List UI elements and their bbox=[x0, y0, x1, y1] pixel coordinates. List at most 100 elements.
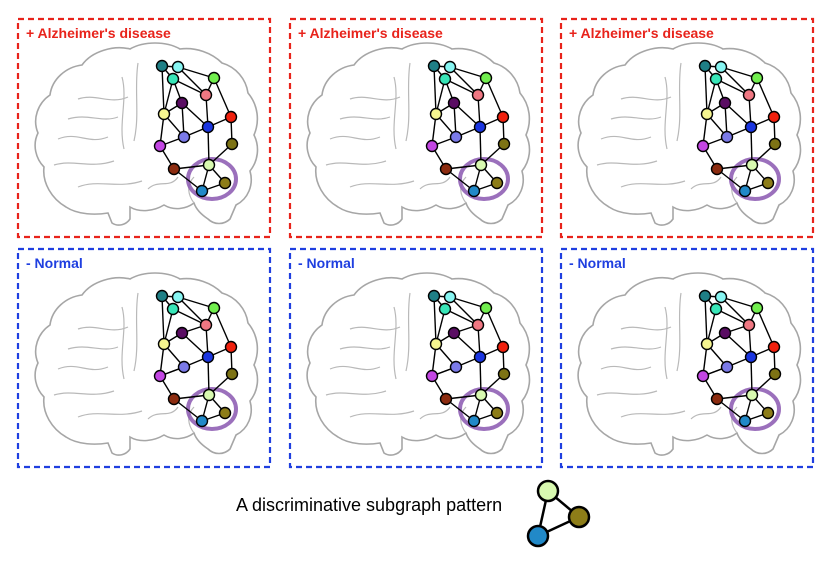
edge-25 bbox=[720, 296, 758, 309]
brain-fold-7 bbox=[349, 180, 415, 188]
node-10 bbox=[177, 130, 191, 144]
node-13 bbox=[710, 392, 724, 406]
node-15 bbox=[195, 184, 209, 198]
edge-19 bbox=[750, 126, 753, 166]
brain-fold-6 bbox=[664, 306, 668, 380]
node-3 bbox=[207, 71, 221, 85]
pattern-subgraph bbox=[526, 479, 591, 548]
node-6 bbox=[718, 96, 732, 110]
brain-fold-8 bbox=[690, 406, 722, 420]
edge-26 bbox=[161, 65, 165, 115]
node-8 bbox=[473, 120, 487, 134]
edge-19 bbox=[479, 126, 482, 166]
node-8 bbox=[473, 350, 487, 364]
edge-6 bbox=[756, 307, 775, 348]
brain-fold-9 bbox=[731, 176, 738, 204]
highlight-circle bbox=[729, 387, 781, 431]
panel-label: - Normal bbox=[26, 255, 83, 271]
node-8 bbox=[744, 120, 758, 134]
node-10 bbox=[449, 360, 463, 374]
panel-label: + Alzheimer's disease bbox=[569, 25, 714, 41]
node-14 bbox=[474, 158, 488, 172]
brain-fold-8 bbox=[419, 406, 451, 420]
node-12 bbox=[225, 367, 239, 381]
node-7 bbox=[429, 107, 443, 121]
node-12 bbox=[768, 367, 782, 381]
edge-6 bbox=[213, 77, 232, 118]
brain-fold-6 bbox=[121, 306, 125, 380]
node-9 bbox=[224, 340, 238, 354]
brain-outline bbox=[577, 272, 802, 456]
brain-fold-2 bbox=[325, 160, 387, 166]
node-6 bbox=[175, 326, 189, 340]
node-3 bbox=[750, 71, 764, 85]
edge-26 bbox=[704, 295, 708, 345]
brain-fold-3 bbox=[620, 96, 672, 101]
node-3 bbox=[479, 301, 493, 315]
edge-6 bbox=[756, 77, 775, 118]
node-7 bbox=[157, 107, 171, 121]
brain-fold-8 bbox=[147, 176, 179, 190]
panel-border bbox=[559, 247, 815, 469]
node-7 bbox=[700, 337, 714, 351]
discriminative-pattern-legend: A discriminative subgraph pattern bbox=[236, 479, 591, 548]
brain-fold-6 bbox=[664, 76, 668, 150]
panel-3: + Alzheimer's disease bbox=[559, 17, 815, 239]
node-14 bbox=[202, 388, 216, 402]
brain-fold-9 bbox=[460, 176, 467, 204]
panel-label: + Alzheimer's disease bbox=[26, 25, 171, 41]
node-13 bbox=[167, 162, 181, 176]
node-3 bbox=[479, 71, 493, 85]
edge-19 bbox=[479, 356, 482, 396]
node-1 bbox=[698, 289, 712, 303]
node-14 bbox=[745, 158, 759, 172]
panel-2: + Alzheimer's disease bbox=[288, 17, 544, 239]
brain-fold-1 bbox=[329, 135, 381, 141]
panel-1: + Alzheimer's disease bbox=[16, 17, 272, 239]
edge-3 bbox=[720, 296, 750, 326]
brain-fold-5 bbox=[676, 292, 682, 372]
node-9 bbox=[767, 110, 781, 124]
brain-fold-1 bbox=[57, 135, 109, 141]
node-14 bbox=[202, 158, 216, 172]
node-11 bbox=[425, 139, 439, 153]
highlight-circle bbox=[458, 387, 510, 431]
brain-fold-6 bbox=[121, 76, 125, 150]
node-11 bbox=[153, 139, 167, 153]
brain-fold-4 bbox=[610, 346, 662, 350]
node-13 bbox=[167, 392, 181, 406]
node-3 bbox=[750, 301, 764, 315]
brain-fold-6 bbox=[393, 76, 397, 150]
node-16 bbox=[490, 176, 504, 190]
node-5 bbox=[471, 88, 485, 102]
edge-3 bbox=[720, 66, 750, 96]
pattern-node-3 bbox=[567, 505, 591, 529]
edge-6 bbox=[485, 307, 504, 348]
node-4 bbox=[709, 72, 723, 86]
brain-fold-5 bbox=[133, 62, 139, 142]
node-1 bbox=[427, 59, 441, 73]
node-15 bbox=[195, 414, 209, 428]
node-7 bbox=[700, 107, 714, 121]
brain-fold-8 bbox=[690, 176, 722, 190]
brain-outline bbox=[577, 42, 802, 226]
edge-26 bbox=[433, 65, 437, 115]
panel-5: - Normal bbox=[288, 247, 544, 469]
brain-fold-8 bbox=[419, 176, 451, 190]
node-12 bbox=[768, 137, 782, 151]
node-11 bbox=[425, 369, 439, 383]
edge-3 bbox=[177, 296, 207, 326]
brain-fold-7 bbox=[77, 410, 143, 418]
node-11 bbox=[696, 369, 710, 383]
node-8 bbox=[201, 350, 215, 364]
node-3 bbox=[207, 301, 221, 315]
brain-fold-1 bbox=[57, 365, 109, 371]
brain-fold-3 bbox=[77, 96, 129, 101]
node-2 bbox=[443, 290, 457, 304]
edge-26 bbox=[161, 295, 165, 345]
brain-fold-4 bbox=[67, 346, 119, 350]
brain-fold-4 bbox=[610, 116, 662, 120]
brain-fold-2 bbox=[596, 160, 658, 166]
brain-fold-5 bbox=[676, 62, 682, 142]
